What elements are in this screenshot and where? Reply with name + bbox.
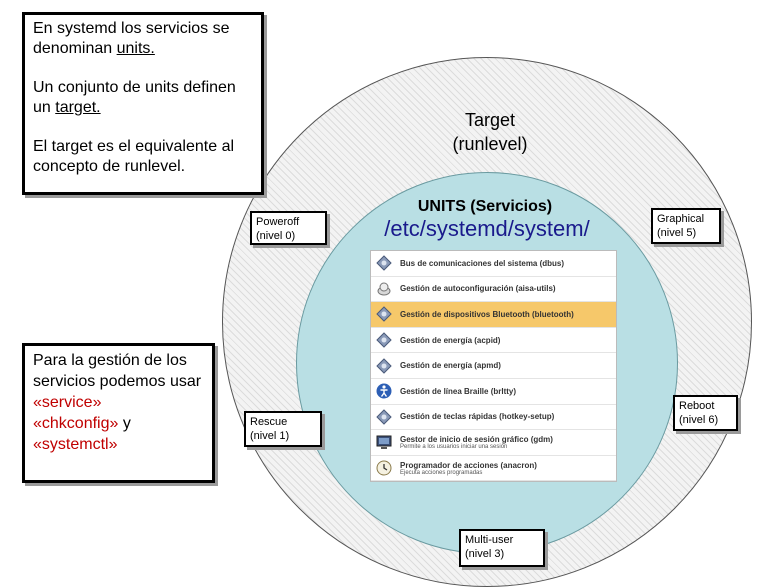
service-row[interactable]: Bus de comunicaciones del sistema (dbus): [371, 251, 616, 277]
service-row[interactable]: Gestión de energía (acpid): [371, 328, 616, 354]
service-text: Gestor de inicio de sesión gráfico (gdm)…: [400, 435, 553, 450]
service-label: Gestión de energía (apmd): [400, 361, 501, 371]
service-label: Gestor de inicio de sesión gráfico (gdm): [400, 434, 553, 444]
service-label: Gestión de dispositivos Bluetooth (bluet…: [400, 309, 574, 319]
service-description: Permite a los usuarios iniciar una sesió…: [400, 443, 508, 450]
service-text: Gestión de línea Braille (brltty): [400, 387, 516, 396]
units-term: units.: [116, 40, 155, 57]
clock-icon: [374, 458, 394, 478]
cmd-service: «service»: [33, 394, 102, 411]
gear-diamond-icon: [374, 356, 394, 376]
tools-box: Para la gestión de los servicios podemos…: [22, 343, 215, 483]
tools-prefix: Para la gestión de los servicios podemos…: [33, 352, 202, 390]
units-path: /etc/systemd/system/: [384, 216, 590, 241]
service-row[interactable]: Gestión de autoconfiguración (aisa-utils…: [371, 277, 616, 303]
services-list: Bus de comunicaciones del sistema (dbus)…: [370, 250, 617, 482]
gear-diamond-icon: [374, 253, 394, 273]
service-text: Gestión de autoconfiguración (aisa-utils…: [400, 284, 556, 293]
service-label: Gestión de autoconfiguración (aisa-utils…: [400, 284, 556, 294]
level-rescue: Rescue (nivel 1): [244, 411, 322, 447]
service-row[interactable]: Gestión de energía (apmd): [371, 353, 616, 379]
gear-diamond-icon: [374, 407, 394, 427]
service-label: Gestión de línea Braille (brltty): [400, 386, 517, 396]
service-text: Gestión de energía (acpid): [400, 336, 500, 345]
service-text: Bus de comunicaciones del sistema (dbus): [400, 259, 564, 268]
intro-line-units: En systemd los servicios se denominan un…: [33, 20, 230, 57]
cmd-chkconfig: «chkconfig»: [33, 415, 119, 432]
level-graphical: Graphical (nivel 5): [651, 208, 721, 244]
intro-line-runlevel: El target es el equivalente al concepto …: [33, 138, 235, 175]
level-multiuser: Multi-user (nivel 3): [459, 529, 545, 567]
service-row[interactable]: Programador de acciones (anacron)Ejecuta…: [371, 456, 616, 482]
service-label: Gestión de energía (acpid): [400, 335, 501, 345]
service-text: Gestión de teclas rápidas (hotkey-setup): [400, 412, 554, 421]
service-label: Programador de acciones (anacron): [400, 460, 537, 470]
service-description: Ejecuta acciones programadas: [400, 469, 483, 476]
service-row[interactable]: Gestor de inicio de sesión gráfico (gdm)…: [371, 430, 616, 456]
service-label: Bus de comunicaciones del sistema (dbus): [400, 258, 565, 268]
service-row[interactable]: Gestión de dispositivos Bluetooth (bluet…: [371, 302, 616, 328]
service-row[interactable]: Gestión de teclas rápidas (hotkey-setup): [371, 405, 616, 431]
service-label: Gestión de teclas rápidas (hotkey-setup): [400, 412, 555, 422]
intro-line-target: Un conjunto de units definen un target.: [33, 79, 236, 116]
target-label: Target (runlevel): [452, 110, 528, 154]
service-text: Gestión de dispositivos Bluetooth (bluet…: [400, 310, 574, 319]
monitor-icon: [374, 432, 394, 452]
service-text: Programador de acciones (anacron)Ejecuta…: [400, 461, 537, 476]
accessibility-icon: [374, 381, 394, 401]
level-reboot: Reboot (nivel 6): [673, 395, 738, 431]
cmd-systemctl: «systemctl»: [33, 436, 118, 453]
intro-box: En systemd los servicios se denominan un…: [22, 12, 264, 195]
service-text: Gestión de energía (apmd): [400, 361, 501, 370]
level-poweroff: Poweroff (nivel 0): [250, 211, 327, 245]
network-icon: [374, 279, 394, 299]
service-row[interactable]: Gestión de línea Braille (brltty): [371, 379, 616, 405]
gear-diamond-icon: [374, 330, 394, 350]
units-title: UNITS (Servicios): [417, 198, 553, 215]
gear-diamond-icon: [374, 304, 394, 324]
target-term: target.: [55, 99, 101, 116]
